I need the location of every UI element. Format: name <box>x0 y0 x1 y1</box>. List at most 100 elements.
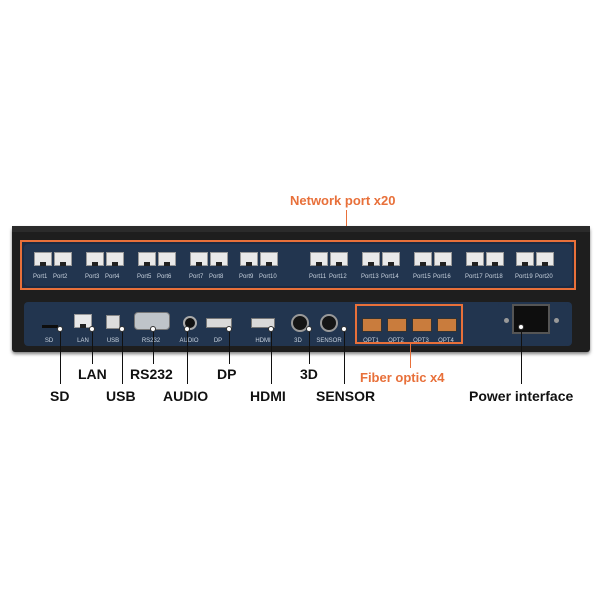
network-port-label: Port6 <box>157 274 172 280</box>
usb-marker <box>119 326 125 332</box>
opt3-port <box>412 318 432 332</box>
network-port-label: Port14 <box>381 274 399 280</box>
power-screw-left <box>504 318 509 323</box>
fiber-leader <box>410 344 411 368</box>
fiber-optic-callout: Fiber optic x4 <box>360 370 445 385</box>
lan-marker <box>89 326 95 332</box>
network-port-jack <box>260 252 278 266</box>
network-port-jack <box>34 252 52 266</box>
power-screw-right <box>554 318 559 323</box>
network-port-label: Port4 <box>105 274 120 280</box>
lan-panel-label: LAN <box>77 338 89 344</box>
sd-panel-label: SD <box>44 338 54 344</box>
network-port-jack <box>158 252 176 266</box>
dp-leader <box>229 332 230 364</box>
usb-leader <box>122 332 123 384</box>
3d-caption: 3D <box>300 366 318 382</box>
network-port-label: Port5 <box>137 274 152 280</box>
network-port-jack <box>486 252 504 266</box>
dp-panel-label: DP <box>213 338 223 344</box>
audio-panel-label: AUDIO <box>179 338 199 344</box>
power-marker <box>518 324 524 330</box>
usb-caption: USB <box>106 388 136 404</box>
network-port-label: Port18 <box>485 274 503 280</box>
power-connector <box>512 304 550 334</box>
network-port-jack <box>54 252 72 266</box>
lan-port <box>74 314 92 328</box>
network-port-jack <box>106 252 124 266</box>
network-port-jack <box>466 252 484 266</box>
rs232-leader <box>153 332 154 364</box>
network-port-label: Port12 <box>329 274 347 280</box>
sensor-connector <box>320 314 338 332</box>
network-port-jack <box>240 252 258 266</box>
network-port-label: Port11 <box>309 274 327 280</box>
sensor-caption: SENSOR <box>316 388 376 404</box>
network-port-jack <box>536 252 554 266</box>
network-callout-line <box>346 210 347 240</box>
network-port-jack <box>86 252 104 266</box>
rs232-marker <box>150 326 156 332</box>
opt4-label: OPT4 <box>438 338 454 344</box>
network-port-jack <box>362 252 380 266</box>
network-port-jack <box>382 252 400 266</box>
rs232-panel-label: RS232 <box>141 338 161 344</box>
sensor-marker <box>341 326 347 332</box>
network-port-jack <box>330 252 348 266</box>
network-port-jack <box>138 252 156 266</box>
network-port-label: Port16 <box>433 274 451 280</box>
audio-marker <box>184 326 190 332</box>
usb-port <box>106 315 120 329</box>
opt4-port <box>437 318 457 332</box>
hdmi-leader <box>271 332 272 384</box>
hdmi-port <box>251 318 275 328</box>
opt2-label: OPT2 <box>388 338 404 344</box>
audio-caption: AUDIO <box>163 388 209 404</box>
opt3-label: OPT3 <box>413 338 429 344</box>
network-port-label: Port19 <box>515 274 533 280</box>
network-port-label: Port17 <box>465 274 483 280</box>
3d-connector <box>291 314 309 332</box>
sd-slot <box>42 325 58 328</box>
network-port-label: Port10 <box>259 274 277 280</box>
power-leader <box>521 330 522 384</box>
usb-panel-label: USB <box>106 338 120 344</box>
lan-leader <box>92 332 93 364</box>
hdmi-panel-label: HDMI <box>255 338 271 344</box>
hdmi-marker <box>268 326 274 332</box>
opt1-label: OPT1 <box>363 338 379 344</box>
fiber-optic-frame <box>355 304 463 344</box>
sd-leader <box>60 332 61 384</box>
dp-port <box>206 318 232 328</box>
3d-leader <box>309 332 310 364</box>
3d-panel-label: 3D <box>294 338 302 344</box>
network-port-label: Port9 <box>239 274 254 280</box>
network-port-jack <box>210 252 228 266</box>
opt1-port <box>362 318 382 332</box>
lan-caption: LAN <box>78 366 107 382</box>
dp-marker <box>226 326 232 332</box>
3d-marker <box>306 326 312 332</box>
opt2-port <box>387 318 407 332</box>
network-port-jack <box>190 252 208 266</box>
network-port-jack <box>310 252 328 266</box>
network-port-label: Port8 <box>209 274 224 280</box>
network-port-label: Port13 <box>361 274 379 280</box>
sd-marker <box>57 326 63 332</box>
network-port-label: Port7 <box>189 274 204 280</box>
network-port-callout: Network port x20 <box>290 193 396 208</box>
network-port-label: Port3 <box>85 274 100 280</box>
sensor-leader <box>344 332 345 384</box>
network-port-label: Port20 <box>535 274 553 280</box>
power-interface-callout: Power interface <box>469 388 574 404</box>
dp-caption: DP <box>217 366 237 382</box>
network-port-jack <box>434 252 452 266</box>
network-port-jack <box>516 252 534 266</box>
network-port-label: Port15 <box>413 274 431 280</box>
network-port-label: Port2 <box>53 274 68 280</box>
network-port-jack <box>414 252 432 266</box>
sd-caption: SD <box>50 388 70 404</box>
sensor-panel-label: SENSOR <box>316 338 342 344</box>
device-top-edge <box>12 226 590 232</box>
audio-leader <box>187 332 188 384</box>
